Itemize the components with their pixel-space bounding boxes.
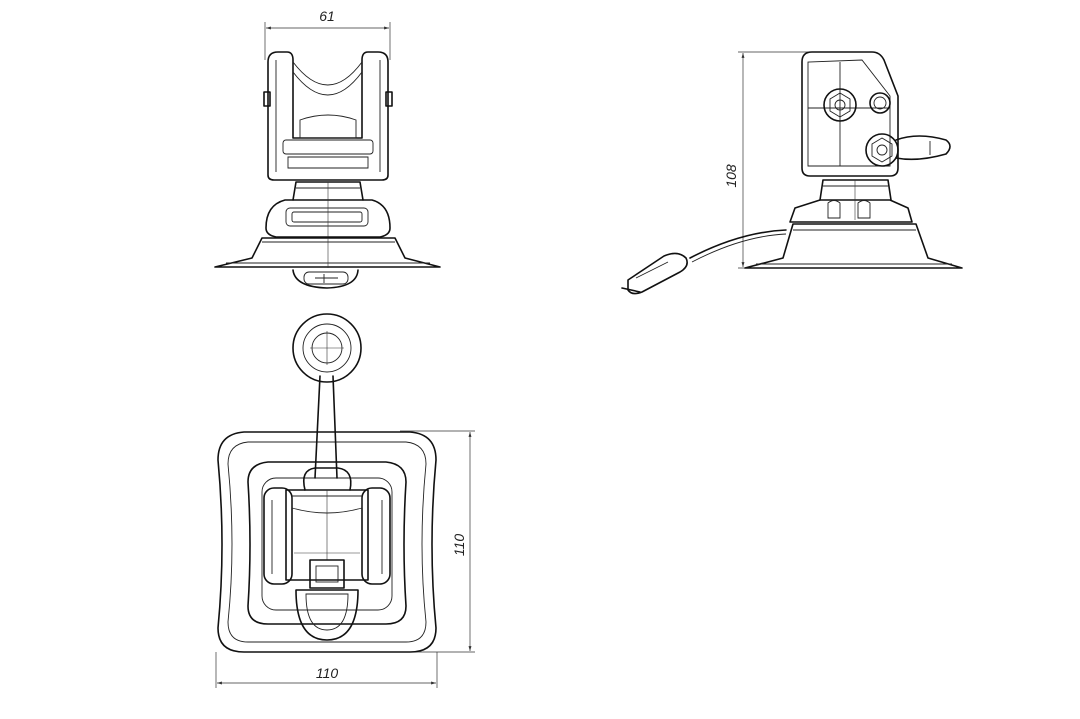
side-knob-upper — [823, 88, 891, 122]
side-knob-lower — [865, 133, 951, 167]
front-holder — [263, 51, 393, 181]
front-width-label: 61 — [319, 8, 335, 24]
top-holder — [263, 487, 391, 641]
side-view: 108 — [621, 51, 963, 295]
front-collar — [265, 181, 391, 238]
top-leash — [292, 313, 362, 491]
side-leash — [621, 229, 787, 295]
front-base — [214, 236, 441, 289]
top-base-plate — [217, 431, 437, 653]
front-width-dimension: 61 — [264, 8, 391, 60]
top-width-dimension: 110 — [215, 652, 438, 688]
side-holder — [801, 51, 899, 177]
top-width-label: 110 — [316, 665, 339, 681]
top-view: 110 110 — [215, 313, 475, 688]
top-height-label: 110 — [451, 534, 467, 557]
side-base — [744, 223, 963, 269]
front-view: 61 — [214, 8, 441, 289]
top-height-dimension: 110 — [400, 430, 475, 653]
side-collar — [789, 179, 913, 223]
side-height-label: 108 — [723, 164, 739, 188]
